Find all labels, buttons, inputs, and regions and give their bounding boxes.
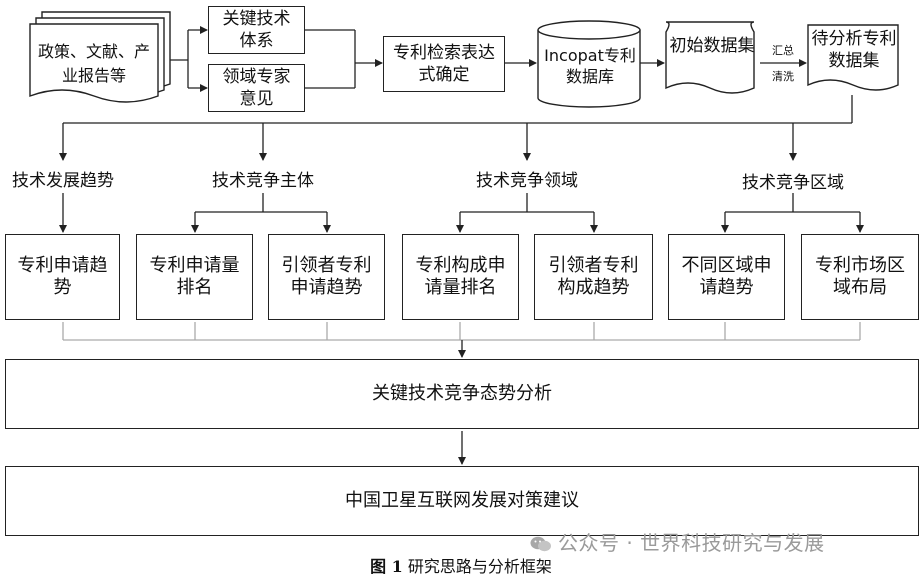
wechat-icon: [530, 536, 551, 552]
analysis-leader-trend-label: 引领者专利申请趋势: [281, 255, 372, 298]
analysis-composition-rank-label: 专利构成申请量排名: [415, 255, 506, 298]
suggestion-box: 中国卫星互联网发展对策建议: [5, 466, 919, 536]
analysis-ranking-label: 专利申请量排名: [149, 255, 240, 298]
category-trend: 技术发展趋势: [12, 171, 114, 191]
document-stack-icon: [29, 11, 171, 103]
category-region: 技术竞争区域: [742, 173, 844, 193]
expert-opinion-box: 领域专家意见: [208, 64, 305, 112]
situation-analysis-label: 关键技术竞争态势分析: [372, 383, 552, 404]
analysis-patent-trend: 专利申请趋势: [5, 234, 120, 320]
watermark-text: 公众号 · 世界科技研究与发展: [558, 531, 825, 555]
watermark: 公众号 · 世界科技研究与发展: [530, 527, 825, 556]
category-subject: 技术竞争主体: [212, 171, 314, 191]
analysis-patent-trend-label: 专利申请趋势: [17, 255, 108, 298]
summary-label: 汇总: [772, 44, 794, 57]
initial-data-document-icon: [665, 21, 755, 94]
suggestion-label: 中国卫星互联网发展对策建议: [345, 490, 579, 511]
analysis-ranking: 专利申请量排名: [136, 234, 253, 320]
analysis-leader-composition: 引领者专利构成趋势: [534, 234, 653, 320]
expert-opinion-label: 领域专家意见: [222, 67, 291, 109]
analysis-market-layout: 专利市场区域布局: [801, 234, 919, 320]
key-tech-system-label: 关键技术体系: [222, 9, 291, 51]
figure-title: 研究思路与分析框架: [402, 557, 552, 576]
category-domain: 技术竞争领域: [476, 171, 578, 191]
analysis-leader-composition-label: 引领者专利构成趋势: [548, 255, 639, 298]
incopat-database-label: Incopat专利数据库: [544, 46, 636, 86]
final-dataset-label: 待分析专利数据集: [811, 29, 897, 71]
query-formulation-label: 专利检索表达式确定: [393, 43, 495, 85]
figure-caption: 图 1 研究思路与分析框架: [0, 553, 922, 577]
database-cylinder-icon: [537, 20, 641, 108]
situation-analysis-box: 关键技术竞争态势分析: [5, 359, 919, 429]
key-tech-system-box: 关键技术体系: [208, 6, 305, 54]
clean-label: 清洗: [772, 70, 794, 83]
analysis-region-trend-label: 不同区域申请趋势: [681, 255, 772, 298]
final-dataset-document-icon: [807, 24, 899, 91]
analysis-leader-trend: 引领者专利申请趋势: [268, 234, 385, 320]
analysis-region-trend: 不同区域申请趋势: [668, 234, 785, 320]
query-formulation-box: 专利检索表达式确定: [383, 36, 505, 92]
sources-label: 政策、文献、产业报告等: [37, 42, 150, 85]
analysis-market-layout-label: 专利市场区域布局: [815, 255, 905, 298]
analysis-composition-rank: 专利构成申请量排名: [402, 234, 519, 320]
initial-dataset-label: 初始数据集: [669, 36, 755, 56]
figure-number: 图 1: [370, 557, 403, 576]
